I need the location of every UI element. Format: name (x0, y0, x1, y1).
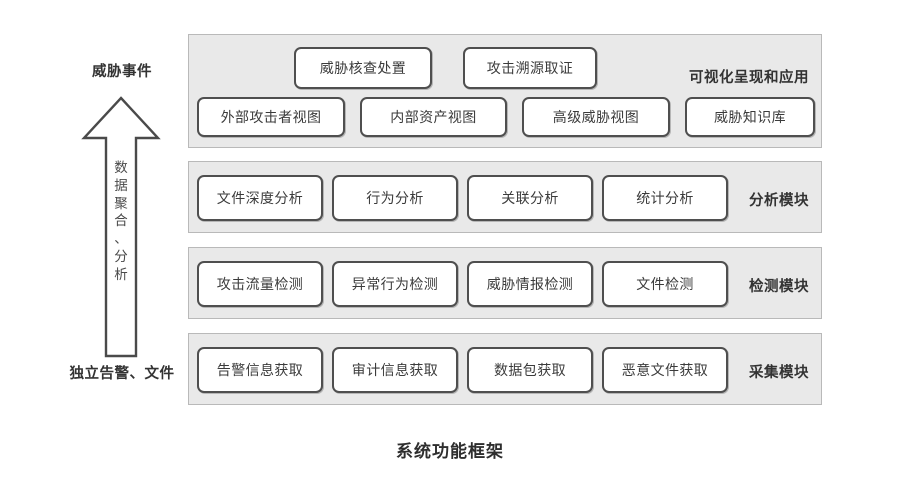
figure-caption: 系统功能框架 (396, 442, 504, 462)
layer-panel-collection: 告警信息获取 审计信息获取 数据包获取 恶意文件获取 采集模块 (188, 333, 822, 405)
layer-panel-analysis: 文件深度分析 行为分析 关联分析 统计分析 分析模块 (188, 161, 822, 233)
arrow-vertical-text: 数 据 聚 合 、 分 析 (108, 160, 134, 285)
node-internal-asset-view[interactable]: 内部资产视图 (360, 97, 507, 137)
node-file-detection[interactable]: 文件检测 (602, 261, 728, 307)
node-file-deep-analysis[interactable]: 文件深度分析 (197, 175, 323, 221)
arrow-char-5: 分 (114, 249, 128, 266)
arrow-char-2: 聚 (114, 195, 128, 212)
node-statistical-analysis[interactable]: 统计分析 (602, 175, 728, 221)
node-advanced-threat-view[interactable]: 高级威胁视图 (522, 97, 670, 137)
group-label-detection: 检测模块 (749, 279, 809, 295)
arrow-char-0: 数 (114, 160, 128, 176)
node-correlation-analysis[interactable]: 关联分析 (467, 175, 593, 221)
node-abnormal-behavior-detection[interactable]: 异常行为检测 (332, 261, 458, 307)
node-threat-intelligence-detection[interactable]: 威胁情报检测 (467, 261, 593, 307)
node-threat-knowledge-base[interactable]: 威胁知识库 (685, 97, 815, 137)
node-behavior-analysis[interactable]: 行为分析 (332, 175, 458, 221)
layer-panel-visual: 威胁核查处置 攻击溯源取证 外部攻击者视图 内部资产视图 高级威胁视图 威胁知识… (188, 34, 822, 148)
arrow-char-6: 析 (114, 266, 128, 283)
arrow-char-1: 据 (114, 177, 128, 194)
node-audit-info-collection[interactable]: 审计信息获取 (332, 347, 458, 393)
layer-panel-detection: 攻击流量检测 异常行为检测 威胁情报检测 文件检测 检测模块 (188, 247, 822, 319)
node-alert-info-collection[interactable]: 告警信息获取 (197, 347, 323, 393)
data-flow-up-arrow (80, 94, 162, 360)
threat-event-label: 威胁事件 (92, 64, 152, 80)
arrow-char-4: 、 (114, 231, 128, 248)
group-label-collection: 采集模块 (749, 365, 809, 381)
group-label-visual: 可视化呈现和应用 (689, 70, 809, 86)
node-attack-trace[interactable]: 攻击溯源取证 (463, 47, 597, 89)
node-threat-review[interactable]: 威胁核查处置 (294, 47, 432, 89)
node-external-attacker-view[interactable]: 外部攻击者视图 (197, 97, 345, 137)
node-packet-collection[interactable]: 数据包获取 (467, 347, 593, 393)
node-attack-traffic-detection[interactable]: 攻击流量检测 (197, 261, 323, 307)
independent-alert-label: 独立告警、文件 (69, 366, 175, 382)
group-label-analysis: 分析模块 (749, 193, 809, 209)
node-malicious-file-collection[interactable]: 恶意文件获取 (602, 347, 728, 393)
arrow-char-3: 合 (114, 213, 128, 230)
